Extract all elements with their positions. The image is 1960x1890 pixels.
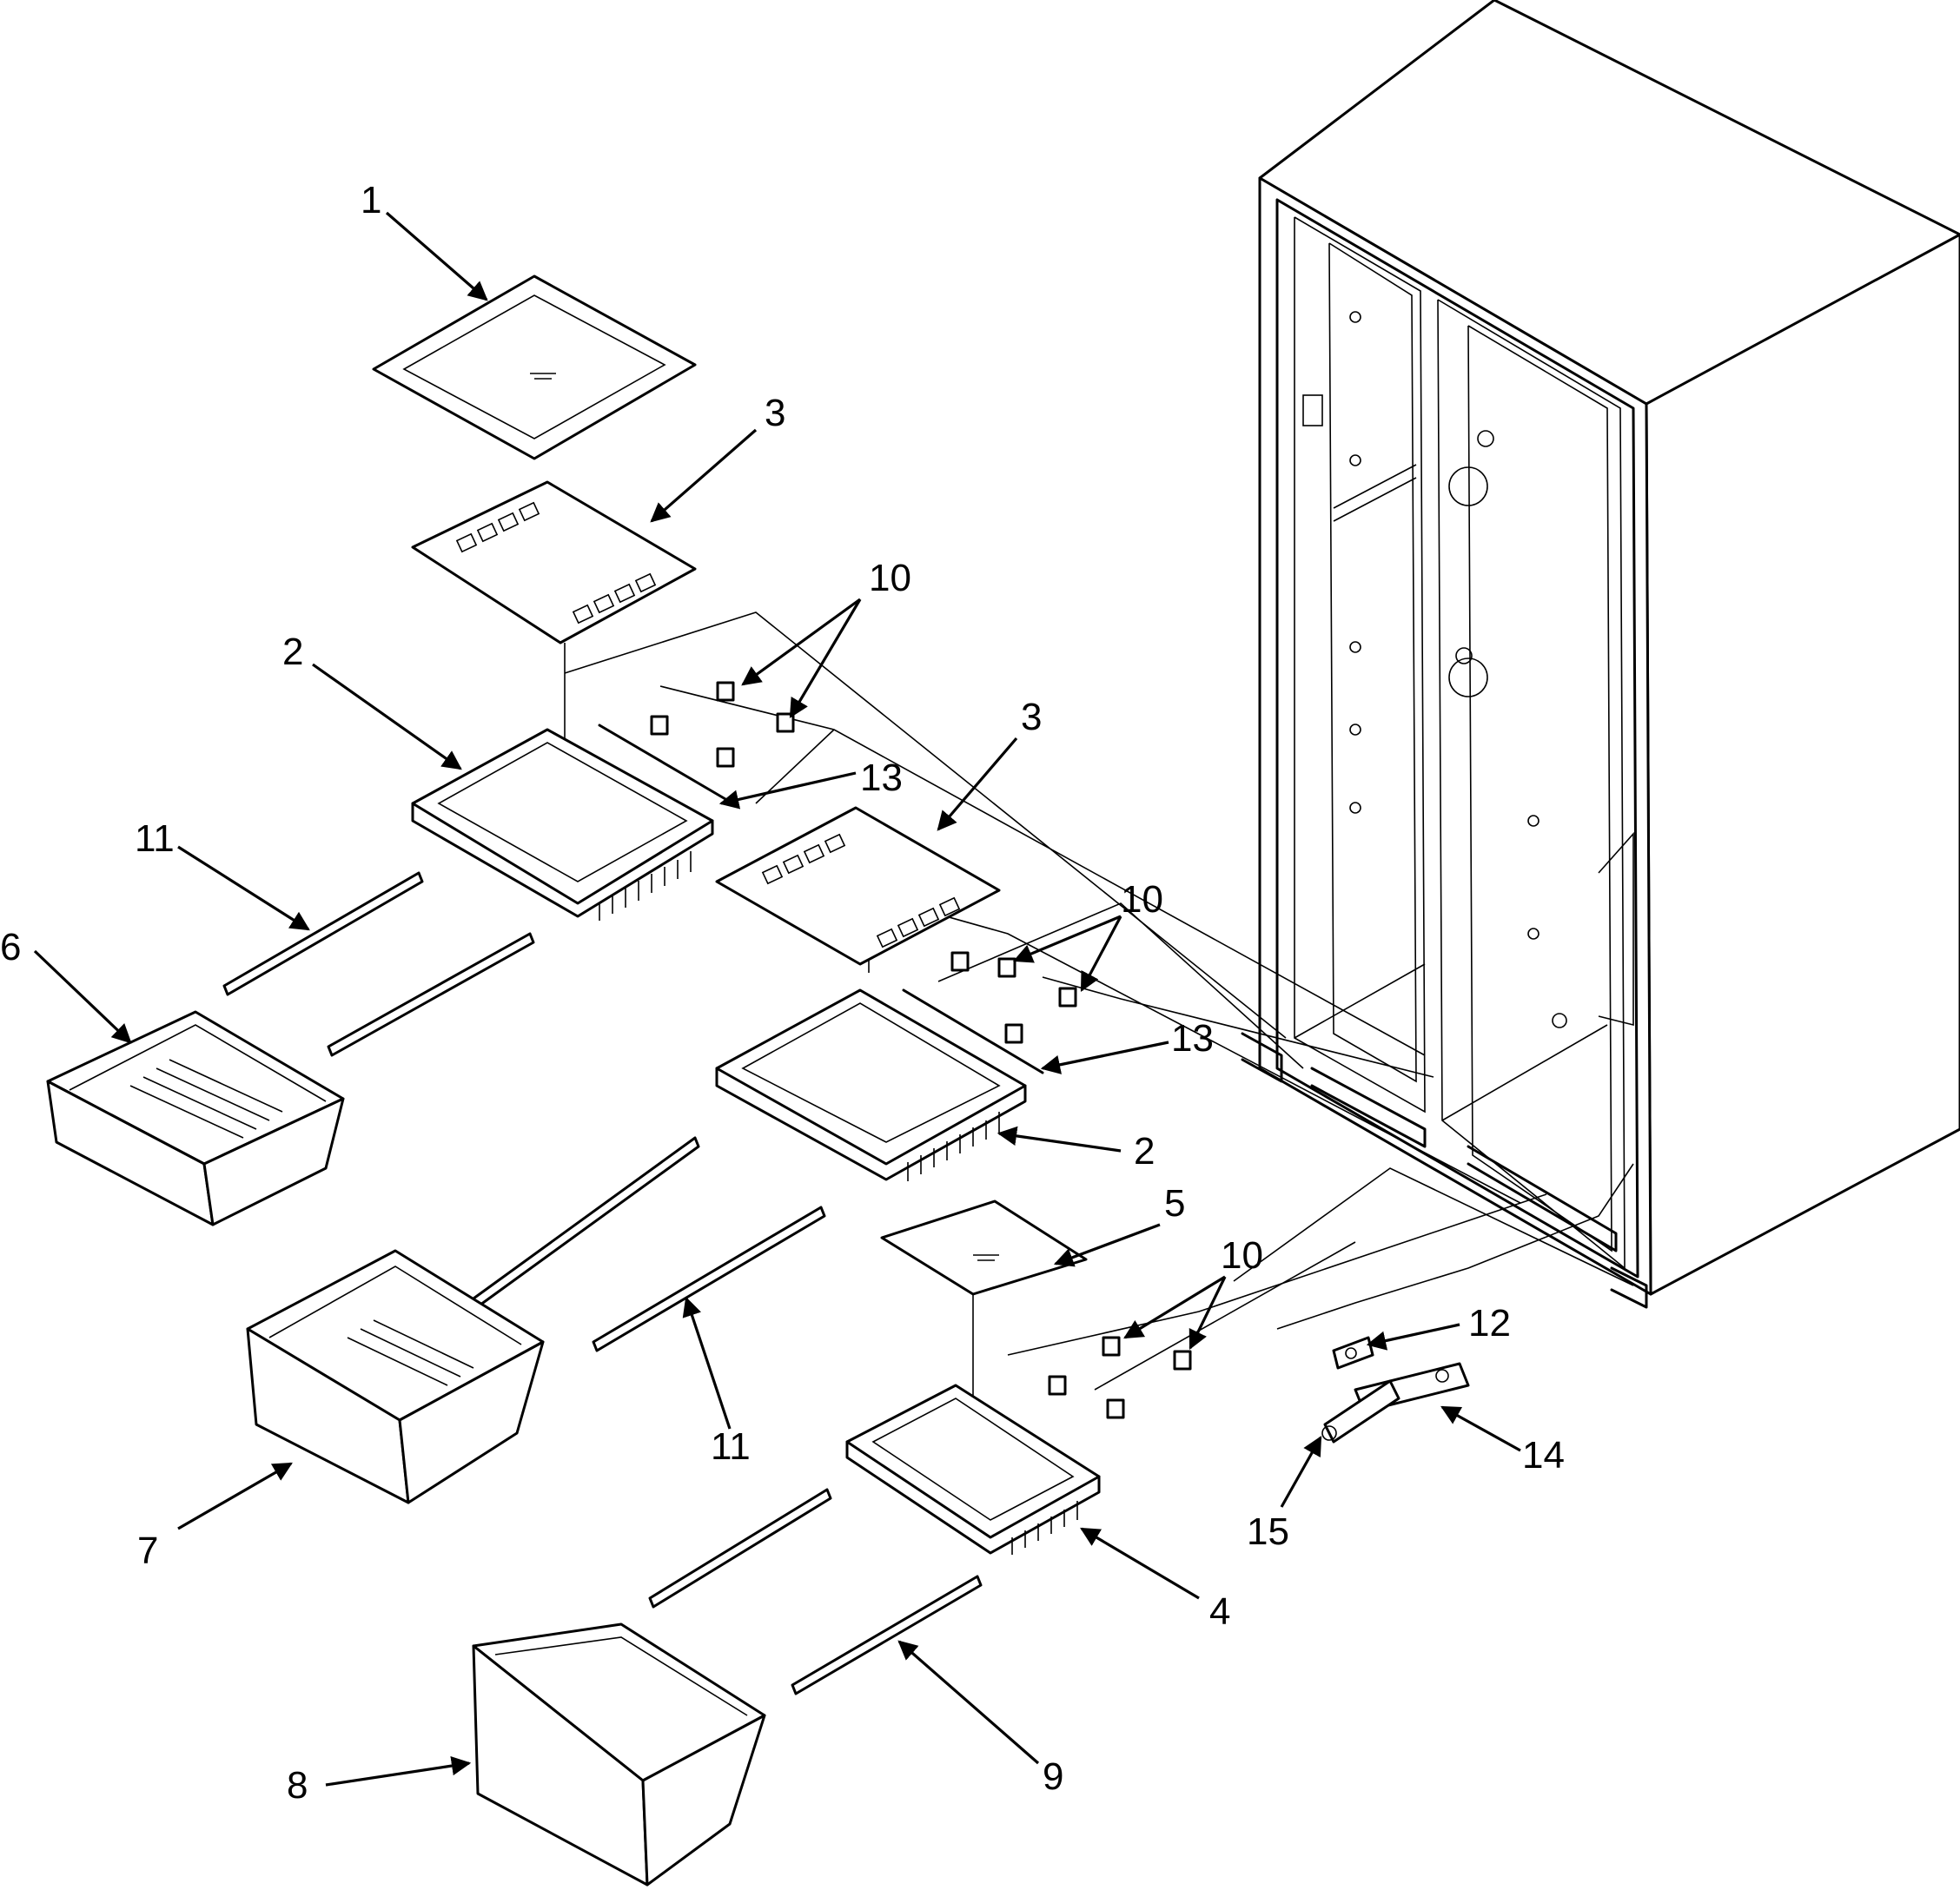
part-10-shelf-clips-upper xyxy=(650,681,795,768)
callout-10-lower: 10 xyxy=(1221,1234,1263,1277)
callout-1: 1 xyxy=(361,179,381,221)
part-12-bracket xyxy=(1332,1336,1374,1370)
callout-6: 6 xyxy=(0,926,21,968)
part-2-crisper-frame-middle xyxy=(715,988,1044,1181)
callout-2-upper: 2 xyxy=(282,631,303,673)
part-9-slides-lower xyxy=(648,1488,983,1695)
callout-3-upper: 3 xyxy=(765,392,785,434)
callout-15: 15 xyxy=(1247,1510,1289,1553)
part-10-shelf-clips-middle xyxy=(950,951,1077,1044)
callout-7: 7 xyxy=(137,1530,158,1572)
part-1-shelf-glass-frame xyxy=(372,274,697,460)
callout-2-middle: 2 xyxy=(1134,1130,1155,1173)
part-11-slides-upper xyxy=(222,871,535,1057)
part-5-glass-shelf xyxy=(880,1199,1088,1296)
callout-12: 12 xyxy=(1468,1302,1511,1345)
callout-5: 5 xyxy=(1164,1182,1185,1225)
callout-3-middle: 3 xyxy=(1021,696,1042,738)
part-10-shelf-clips-lower xyxy=(1048,1336,1192,1419)
part-3-crisper-cover-upper xyxy=(411,480,697,644)
callout-8: 8 xyxy=(287,1764,308,1807)
part-3-crisper-cover-middle xyxy=(715,806,1001,966)
callout-13-upper: 13 xyxy=(860,757,903,799)
callout-10-upper: 10 xyxy=(869,557,911,599)
callout-13-middle: 13 xyxy=(1171,1017,1214,1060)
callout-14: 14 xyxy=(1522,1434,1565,1477)
part-15-roller xyxy=(1321,1379,1400,1444)
part-7-crisper-drawer xyxy=(246,1249,545,1504)
leader-lines xyxy=(33,211,1521,1787)
part-8-crisper-drawer xyxy=(472,1622,766,1887)
part-4-shelf-frame-small xyxy=(845,1384,1101,1555)
part-2-crisper-frame-upper xyxy=(411,724,727,921)
part-11-slides-middle xyxy=(472,1136,826,1352)
refrigerator-cabinet xyxy=(1241,0,1960,1309)
callout-4: 4 xyxy=(1209,1590,1230,1633)
callout-11-upper: 11 xyxy=(135,817,175,860)
callout-11-middle: 11 xyxy=(711,1425,751,1468)
callout-10-middle: 10 xyxy=(1121,878,1163,921)
callout-labels: 1 2 2 3 3 4 5 6 7 8 9 10 10 10 11 11 12 … xyxy=(0,179,1565,1807)
callout-9: 9 xyxy=(1043,1755,1063,1798)
part-6-crisper-drawer xyxy=(46,1010,345,1226)
